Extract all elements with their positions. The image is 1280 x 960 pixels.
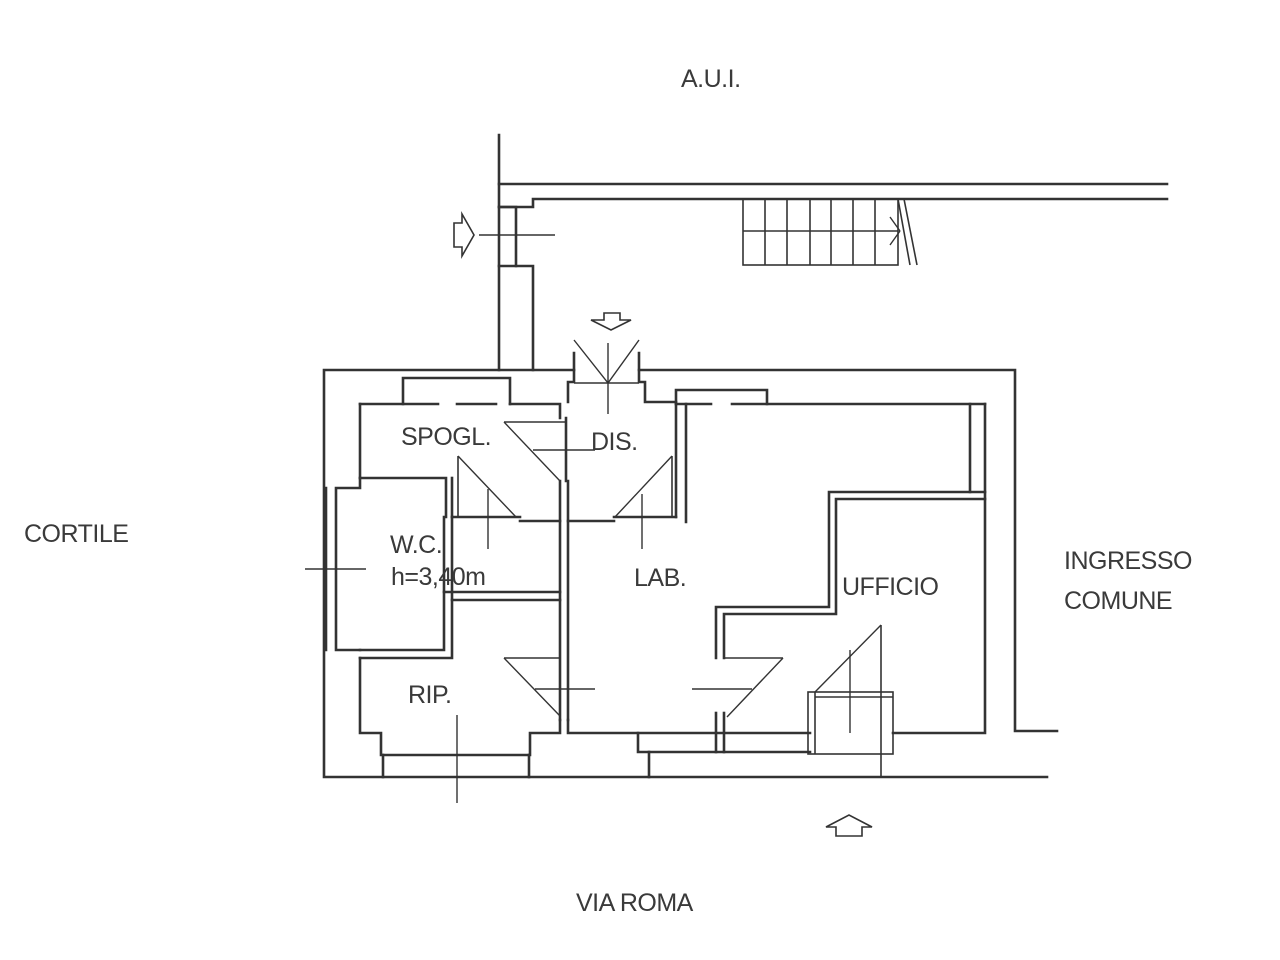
door-swing-icon bbox=[503, 657, 595, 717]
window-icon bbox=[674, 388, 987, 406]
room-label-wc-height: h=3,40m bbox=[391, 563, 486, 591]
south-label-via-roma: VIA ROMA bbox=[576, 889, 693, 917]
room-label-ufficio: UFFICIO bbox=[842, 573, 939, 601]
interior-walls bbox=[450, 402, 688, 722]
east-label-comune: COMUNE bbox=[1064, 587, 1173, 615]
door-swing-icon bbox=[692, 657, 784, 718]
room-label-wc: W.C. bbox=[390, 531, 443, 559]
room-label-rip: RIP. bbox=[408, 681, 452, 709]
west-label-cortile: CORTILE bbox=[24, 520, 129, 548]
spogl-room-walls bbox=[358, 402, 595, 519]
entrance-arrow-icon bbox=[573, 312, 640, 414]
entrance-arrow-icon bbox=[825, 814, 873, 837]
door-swing-icon bbox=[614, 455, 673, 549]
building-perimeter bbox=[322, 351, 1059, 779]
wc-room-walls bbox=[305, 476, 562, 660]
room-label-spogl: SPOGL. bbox=[401, 423, 492, 451]
upper-corridor-walls bbox=[497, 133, 1169, 372]
north-label-aui: A.U.I. bbox=[681, 65, 741, 93]
rip-room-walls bbox=[358, 656, 562, 803]
door-swing-icon bbox=[807, 624, 894, 777]
east-label-ingresso: INGRESSO bbox=[1064, 547, 1192, 575]
lab-room-walls bbox=[566, 711, 812, 779]
entrance-arrow-icon bbox=[453, 210, 555, 260]
room-label-dis: DIS. bbox=[591, 428, 638, 456]
window-icon bbox=[358, 376, 562, 420]
room-label-lab: LAB. bbox=[634, 564, 687, 592]
door-swing-icon bbox=[457, 455, 517, 549]
staircase-icon bbox=[742, 198, 918, 266]
ufficio-room-walls bbox=[714, 402, 987, 735]
